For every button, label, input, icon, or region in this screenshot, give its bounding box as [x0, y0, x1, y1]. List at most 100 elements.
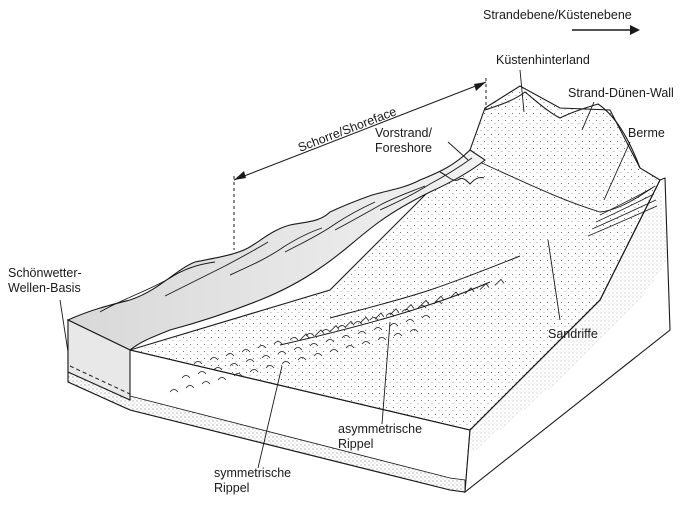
symmetric-ripple-mark	[261, 355, 271, 359]
symmetric-ripple-mark	[405, 319, 415, 323]
symmetric-ripple-field	[169, 301, 443, 393]
symmetric-ripple-mark	[309, 343, 319, 347]
label-asymmetrische-rippel: asymmetrische Rippel	[338, 422, 422, 452]
symmetric-ripple-mark	[373, 327, 383, 331]
shoreface-extent-line	[233, 81, 487, 181]
sandbar-ridge-2	[279, 281, 491, 346]
beach-dune-ridge	[484, 91, 641, 169]
symmetric-ripple-mark	[369, 317, 379, 321]
symmetric-ripple-mark	[245, 359, 255, 363]
label-asym-line1: asymmetrische	[338, 422, 423, 436]
symmetric-ripple-mark	[249, 369, 259, 373]
label-sym-line1: symmetrische	[214, 466, 292, 480]
leader-sandriffe	[547, 239, 561, 321]
symmetric-ripple-mark	[169, 389, 179, 393]
shoreface-arrow-right	[474, 82, 486, 91]
symmetric-ripple-mark	[213, 367, 223, 371]
sandbar-ridge-1	[329, 255, 521, 319]
label-vorstrand-line2: Foreshore	[375, 141, 432, 155]
asymmetric-ripple-mark	[299, 333, 310, 341]
symmetric-ripple-mark	[393, 333, 403, 337]
symmetric-ripple-mark	[329, 349, 339, 353]
asymmetric-ripple-mark	[374, 312, 385, 320]
asymmetric-ripple-mark	[359, 316, 370, 324]
symmetric-ripple-mark	[433, 301, 443, 305]
asymmetric-ripple-mark	[449, 291, 460, 299]
asymmetric-ripple-mark	[464, 287, 475, 295]
leader-symmetrische-rippel	[257, 365, 283, 469]
label-schoenwetter-line2: Wellen-Basis	[8, 281, 81, 295]
symmetric-ripple-mark	[241, 349, 251, 353]
direction-arrow-label: Strandebene/Küstenebene	[483, 8, 632, 22]
symmetric-ripple-mark	[341, 335, 351, 339]
symmetric-ripple-mark	[181, 375, 191, 379]
leader-schoenwetter	[59, 299, 69, 353]
asymmetric-ripple-mark	[419, 299, 430, 307]
asymmetric-ripple-mark	[314, 329, 325, 337]
water-body-top	[66, 149, 486, 351]
label-sym-line2: Rippel	[214, 481, 250, 495]
symmetric-ripple-mark	[421, 315, 431, 319]
shoreface-arrow-left	[234, 171, 246, 180]
symmetric-ripple-mark	[325, 339, 335, 343]
label-asym-line2: Rippel	[338, 437, 374, 451]
symmetric-ripple-mark	[353, 321, 363, 325]
berm-edge	[474, 159, 656, 213]
symmetric-ripple-mark	[277, 351, 287, 355]
label-schoenwetter-line1: Schönwetter-	[8, 266, 82, 280]
asymmetric-ripple-field	[299, 278, 505, 341]
leader-asymmetrische-rippel	[381, 321, 391, 425]
asymmetric-ripple-mark	[404, 303, 415, 311]
right-face-sediment	[470, 182, 668, 455]
symmetric-ripple-mark	[281, 361, 291, 365]
leader-strand-duenen-wall	[581, 101, 595, 131]
symmetric-ripple-mark	[293, 347, 303, 351]
symmetric-ripple-mark	[389, 323, 399, 327]
asymmetric-ripple-mark	[494, 278, 505, 286]
leader-berme	[603, 141, 631, 201]
direction-arrow-head	[630, 25, 640, 35]
asymmetric-ripple-mark	[389, 308, 400, 316]
label-vorstrand-line1: Vorstrand/	[375, 126, 432, 140]
label-kuestenhinterland: Küstenhinterland	[496, 53, 590, 67]
symmetric-ripple-mark	[273, 341, 283, 345]
asymmetric-ripple-mark	[434, 295, 445, 303]
label-schoenwetter-wellen-basis: Schönwetter- Wellen-Basis	[8, 266, 82, 296]
label-strand-duenen-wall: Strand-Dünen-Wall	[568, 86, 674, 100]
symmetric-ripple-mark	[289, 337, 299, 341]
surf-froth	[439, 171, 485, 185]
symmetric-ripple-mark	[401, 309, 411, 313]
symmetric-ripple-mark	[233, 373, 243, 377]
symmetric-ripple-mark	[265, 365, 275, 369]
symmetric-ripple-mark	[217, 377, 227, 381]
symmetric-ripple-mark	[361, 341, 371, 345]
asymmetric-ripple-mark	[329, 324, 340, 332]
symmetric-ripple-mark	[409, 329, 419, 333]
symmetric-ripple-mark	[345, 345, 355, 349]
symmetric-ripple-mark	[377, 337, 387, 341]
asymmetric-ripple-mark	[344, 320, 355, 328]
symmetric-ripple-mark	[313, 353, 323, 357]
symmetric-ripple-mark	[193, 361, 203, 365]
leader-vorstrand	[447, 141, 469, 161]
label-vorstrand-foreshore: Vorstrand/ Foreshore	[375, 126, 432, 156]
symmetric-ripple-mark	[229, 363, 239, 367]
label-symmetrische-rippel: symmetrische Rippel	[214, 466, 291, 496]
symmetric-ripple-mark	[185, 385, 195, 389]
symmetric-ripple-mark	[257, 345, 267, 349]
label-berme: Berme	[628, 126, 665, 140]
asymmetric-ripple-mark	[479, 282, 490, 290]
symmetric-ripple-mark	[357, 331, 367, 335]
symmetric-ripple-mark	[321, 329, 331, 333]
symmetric-ripple-mark	[385, 313, 395, 317]
symmetric-ripple-mark	[417, 305, 427, 309]
symmetric-ripple-mark	[201, 381, 211, 385]
wave-crests	[99, 157, 473, 313]
symmetric-ripple-mark	[197, 371, 207, 375]
symmetric-ripple-mark	[305, 333, 315, 337]
symmetric-ripple-mark	[225, 353, 235, 357]
symmetric-ripple-mark	[209, 357, 219, 361]
label-sandriffe: Sandriffe	[548, 327, 598, 341]
